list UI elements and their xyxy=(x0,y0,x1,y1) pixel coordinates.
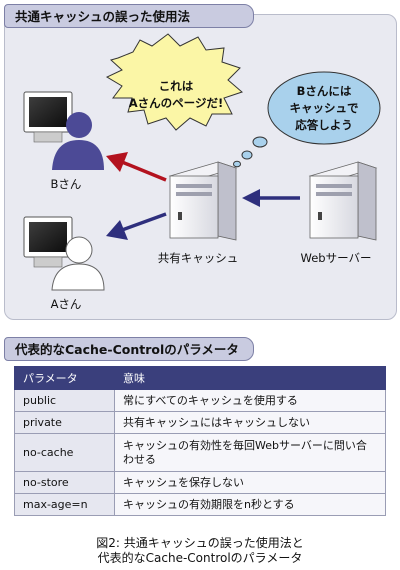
speech-bubble: これは Aさんのページだ! xyxy=(105,33,243,131)
cell-meaning: キャッシュの有効期限をn秒とする xyxy=(114,493,386,516)
thought-line-3: 応答しよう xyxy=(295,118,353,132)
shared-cache-server-icon xyxy=(168,161,238,241)
cell-parameter: public xyxy=(14,389,115,412)
cell-parameter: no-store xyxy=(14,471,115,494)
header-parameter: パラメータ xyxy=(14,366,115,390)
bubble-line-2: Aさんのページだ! xyxy=(129,96,223,110)
web-server-label: Webサーバー xyxy=(301,251,372,265)
cell-parameter: no-cache xyxy=(14,433,115,472)
blue-arrow-to-cache xyxy=(242,189,300,207)
cell-meaning: キャッシュの有効性を毎回Webサーバーに問い合わせる xyxy=(114,433,386,472)
cell-meaning: 共有キャッシュにはキャッシュしない xyxy=(114,411,386,434)
user-b-label: Bさん xyxy=(51,177,82,191)
caption-line-2: 代表的なCache-Controlのパラメータ xyxy=(97,551,303,565)
shared-cache-label: 共有キャッシュ xyxy=(158,251,239,265)
table-header-row: パラメータ 意味 xyxy=(14,366,386,390)
diagram-title: 共通キャッシュの誤った使用法 xyxy=(4,4,254,28)
bubble-line-1: これは xyxy=(159,79,194,93)
thought-line-1: Bさんには xyxy=(297,84,352,98)
table-row: public 常にすべてのキャッシュを使用する xyxy=(14,389,386,412)
table-row: no-cache キャッシュの有効性を毎回Webサーバーに問い合わせる xyxy=(14,433,386,472)
header-meaning: 意味 xyxy=(114,366,386,390)
thought-bubble: Bさんには キャッシュで 応答しよう xyxy=(233,71,381,168)
blue-arrow-to-a xyxy=(106,212,167,240)
caption-line-1: 図2: 共通キャッシュの誤った使用法と xyxy=(96,536,304,550)
thought-line-2: キャッシュで xyxy=(290,101,359,115)
user-b-icon xyxy=(23,91,104,170)
table-title: 代表的なCache-Controlのパラメータ xyxy=(4,337,254,361)
cell-meaning: 常にすべてのキャッシュを使用する xyxy=(114,389,386,412)
user-a-label: Aさん xyxy=(51,297,82,311)
cache-control-table: パラメータ 意味 public 常にすべてのキャッシュを使用する private… xyxy=(14,366,386,516)
table-row: no-store キャッシュを保存しない xyxy=(14,471,386,494)
web-server-icon xyxy=(308,161,378,241)
cell-parameter: max-age=n xyxy=(14,493,115,516)
table-row: private 共有キャッシュにはキャッシュしない xyxy=(14,411,386,434)
cache-diagram: これは Aさんのページだ! Bさんには キャッシュで 応答しよう Bさん Aさん xyxy=(23,33,381,311)
cell-parameter: private xyxy=(14,411,115,434)
figure-caption: 図2: 共通キャッシュの誤った使用法と 代表的なCache-Controlのパラ… xyxy=(0,536,400,566)
cell-meaning: キャッシュを保存しない xyxy=(114,471,386,494)
table-row: max-age=n キャッシュの有効期限をn秒とする xyxy=(14,493,386,516)
red-arrow xyxy=(106,152,167,182)
user-a-icon xyxy=(23,216,105,291)
